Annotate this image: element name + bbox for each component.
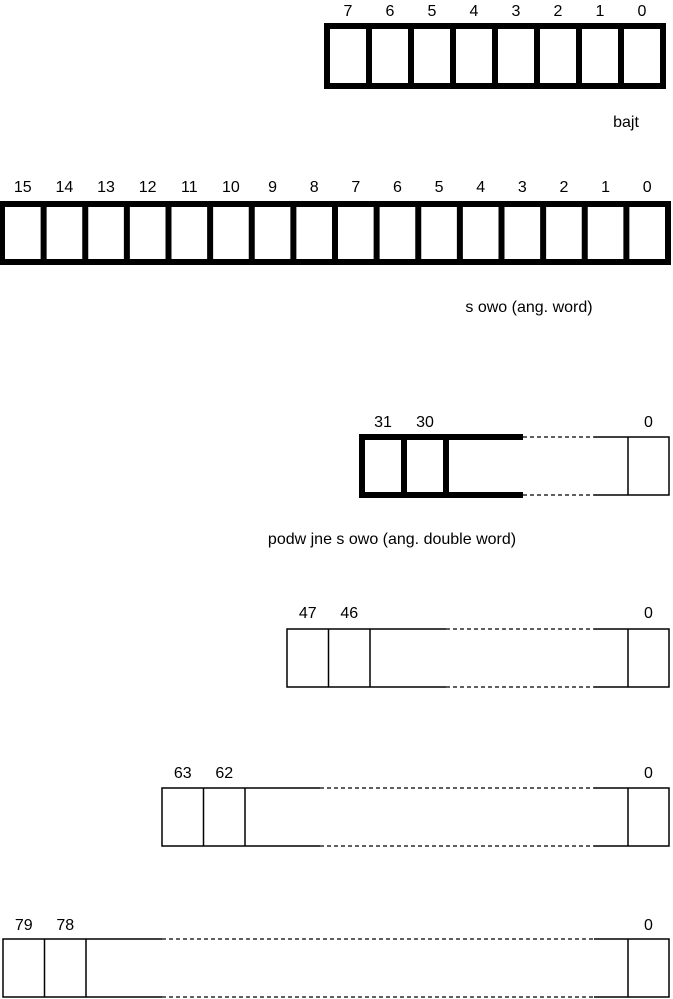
bit-label: 5 [435, 179, 444, 196]
bit-label: 1 [601, 179, 610, 196]
bit-label: 12 [139, 179, 157, 196]
bit-label: 14 [56, 179, 74, 196]
register-frame-right [594, 938, 670, 998]
bit-label: 79 [15, 917, 33, 934]
bit-label: 46 [340, 605, 358, 622]
register-48bit: 47 46 0 [286, 605, 670, 688]
bit-label: 7 [351, 179, 360, 196]
bit-label: 6 [393, 179, 402, 196]
bit-label: 0 [644, 917, 653, 934]
bit-label: 4 [470, 3, 479, 20]
bit-label: 3 [512, 3, 521, 20]
bit-label: 7 [344, 3, 353, 20]
bit-label: 31 [374, 414, 392, 431]
bit-label: 2 [559, 179, 568, 196]
bit-label: 0 [638, 3, 647, 20]
register-80bit: 79 78 0 [2, 917, 670, 998]
bit-label: 62 [215, 765, 233, 782]
bit-label: 0 [644, 414, 653, 431]
bit-label: 0 [644, 605, 653, 622]
dword-register: 31 30 0 podw jne s owo (ang. double word) [268, 414, 670, 548]
register-frame-right [594, 628, 670, 688]
bit-label: 8 [310, 179, 319, 196]
bit-label: 4 [476, 179, 485, 196]
register-64bit: 63 62 0 [161, 765, 670, 847]
register-caption: s owo (ang. word) [465, 299, 592, 316]
bit-label: 3 [518, 179, 527, 196]
bit-label: 47 [299, 605, 317, 622]
register-frame-right [594, 436, 670, 496]
bit-label: 30 [416, 414, 434, 431]
bit-label: 1 [596, 3, 605, 20]
bit-label: 63 [174, 765, 192, 782]
bit-label: 10 [222, 179, 240, 196]
bit-label: 13 [97, 179, 115, 196]
register-frame-left [359, 434, 523, 498]
register-caption: bajt [613, 114, 639, 131]
bit-label: 11 [181, 179, 198, 196]
bit-label: 5 [428, 3, 437, 20]
register-frame-left [2, 938, 162, 998]
byte-register: 7 6 5 4 3 2 1 0 bajt [324, 3, 666, 131]
bit-label: 2 [554, 3, 563, 20]
bit-label: 0 [644, 765, 653, 782]
register-frame-left [161, 787, 320, 847]
bit-label: 9 [268, 179, 277, 196]
bit-label: 6 [386, 3, 395, 20]
register-frame-left [286, 628, 446, 688]
bit-label: 78 [56, 917, 74, 934]
register-caption: podw jne s owo (ang. double word) [268, 531, 516, 548]
bit-label: 0 [643, 179, 652, 196]
register-frame-right [594, 787, 670, 847]
bit-label: 15 [14, 179, 32, 196]
